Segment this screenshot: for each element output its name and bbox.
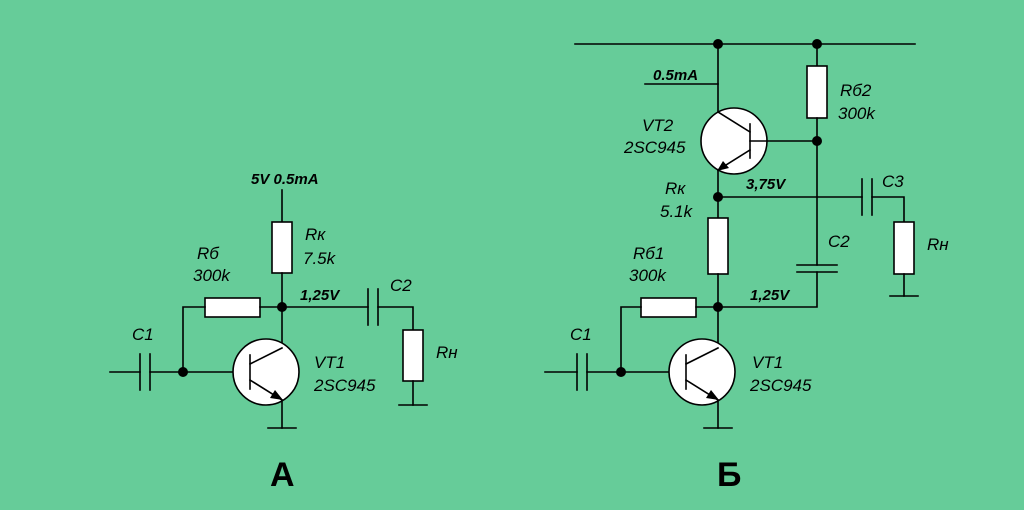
b-current-label: 0.5mA — [653, 67, 698, 84]
a-vt1-transistor — [232, 338, 300, 406]
b-caption: Б — [717, 456, 741, 494]
b-node-voltage-bottom: 1,25V — [750, 287, 791, 304]
b-vt1-collector — [684, 346, 720, 366]
a-caption: А — [270, 456, 295, 494]
a-vt1-part: 2SC945 — [313, 376, 376, 395]
a-load-resistor — [402, 329, 424, 382]
b-rb1-name: Rб1 — [633, 244, 664, 263]
b-vt1-transistor — [668, 338, 736, 406]
b-junction-upper-node — [713, 192, 723, 202]
a-vt1-emitter-arrow — [270, 390, 283, 400]
a-c1-name: C1 — [132, 325, 154, 344]
b-vt2-name: VT2 — [642, 116, 674, 135]
b-junction-rail-right — [812, 39, 822, 49]
b-collector-resistor — [707, 217, 729, 275]
a-junction-base — [178, 367, 188, 377]
b-vt1-name: VT1 — [752, 353, 783, 372]
b-rn-name: Rн — [927, 235, 949, 254]
b-rb2-name: Rб2 — [840, 81, 872, 100]
a-rn-name: Rн — [436, 343, 458, 362]
b-vt2-part: 2SC945 — [623, 138, 686, 157]
b-node-voltage-top: 3,75V — [746, 176, 787, 193]
b-junction-lower-node — [713, 302, 723, 312]
b-junction-rail-left — [713, 39, 723, 49]
a-c2-name: C2 — [390, 276, 412, 295]
circuit-a: 5V 0.5mA Rк 7.5k Rб 300k 1,25V C1 C2 Rн … — [109, 171, 458, 494]
b-junction-base — [616, 367, 626, 377]
b-rb1-resistor — [640, 297, 697, 318]
a-base-resistor — [204, 297, 261, 318]
b-c3-name: C3 — [882, 172, 904, 191]
circuit-b: 0.5mA Rб2 300k VT2 2SC945 Rк 5.1k 3,75V … — [544, 39, 949, 494]
a-supply-label: 5V 0.5mA — [251, 171, 319, 188]
b-rb1-wire-left — [620, 306, 642, 373]
a-rk-name: Rк — [305, 225, 326, 244]
b-vt2-emitter-arrow — [717, 161, 729, 171]
b-junction-vt2-base — [812, 136, 822, 146]
b-rb2-resistor — [806, 65, 828, 119]
b-c3-wire — [871, 196, 905, 223]
a-rb-name: Rб — [197, 244, 220, 263]
a-rb-value: 300k — [193, 266, 231, 285]
b-vt1-part: 2SC945 — [749, 376, 812, 395]
b-c2-wire — [717, 271, 818, 308]
a-c2-wire — [377, 306, 414, 331]
a-rk-value: 7.5k — [303, 249, 337, 268]
a-vt1-name: VT1 — [314, 353, 345, 372]
b-rk-value: 5.1k — [660, 202, 694, 221]
b-c2-name: C2 — [828, 232, 850, 251]
a-base-resistor-wire-left — [182, 306, 206, 373]
b-rk-name: Rк — [665, 179, 686, 198]
b-rb1-value: 300k — [629, 266, 667, 285]
b-vt2-collector — [716, 110, 752, 134]
a-vt1-collector — [248, 346, 284, 366]
b-load-resistor — [893, 221, 915, 275]
b-rb2-value: 300k — [838, 104, 876, 123]
a-node-voltage: 1,25V — [300, 287, 341, 304]
a-collector-resistor — [271, 221, 293, 274]
b-vt1-emitter-arrow — [706, 390, 719, 400]
a-junction-collector — [277, 302, 287, 312]
b-c1-name: C1 — [570, 325, 592, 344]
